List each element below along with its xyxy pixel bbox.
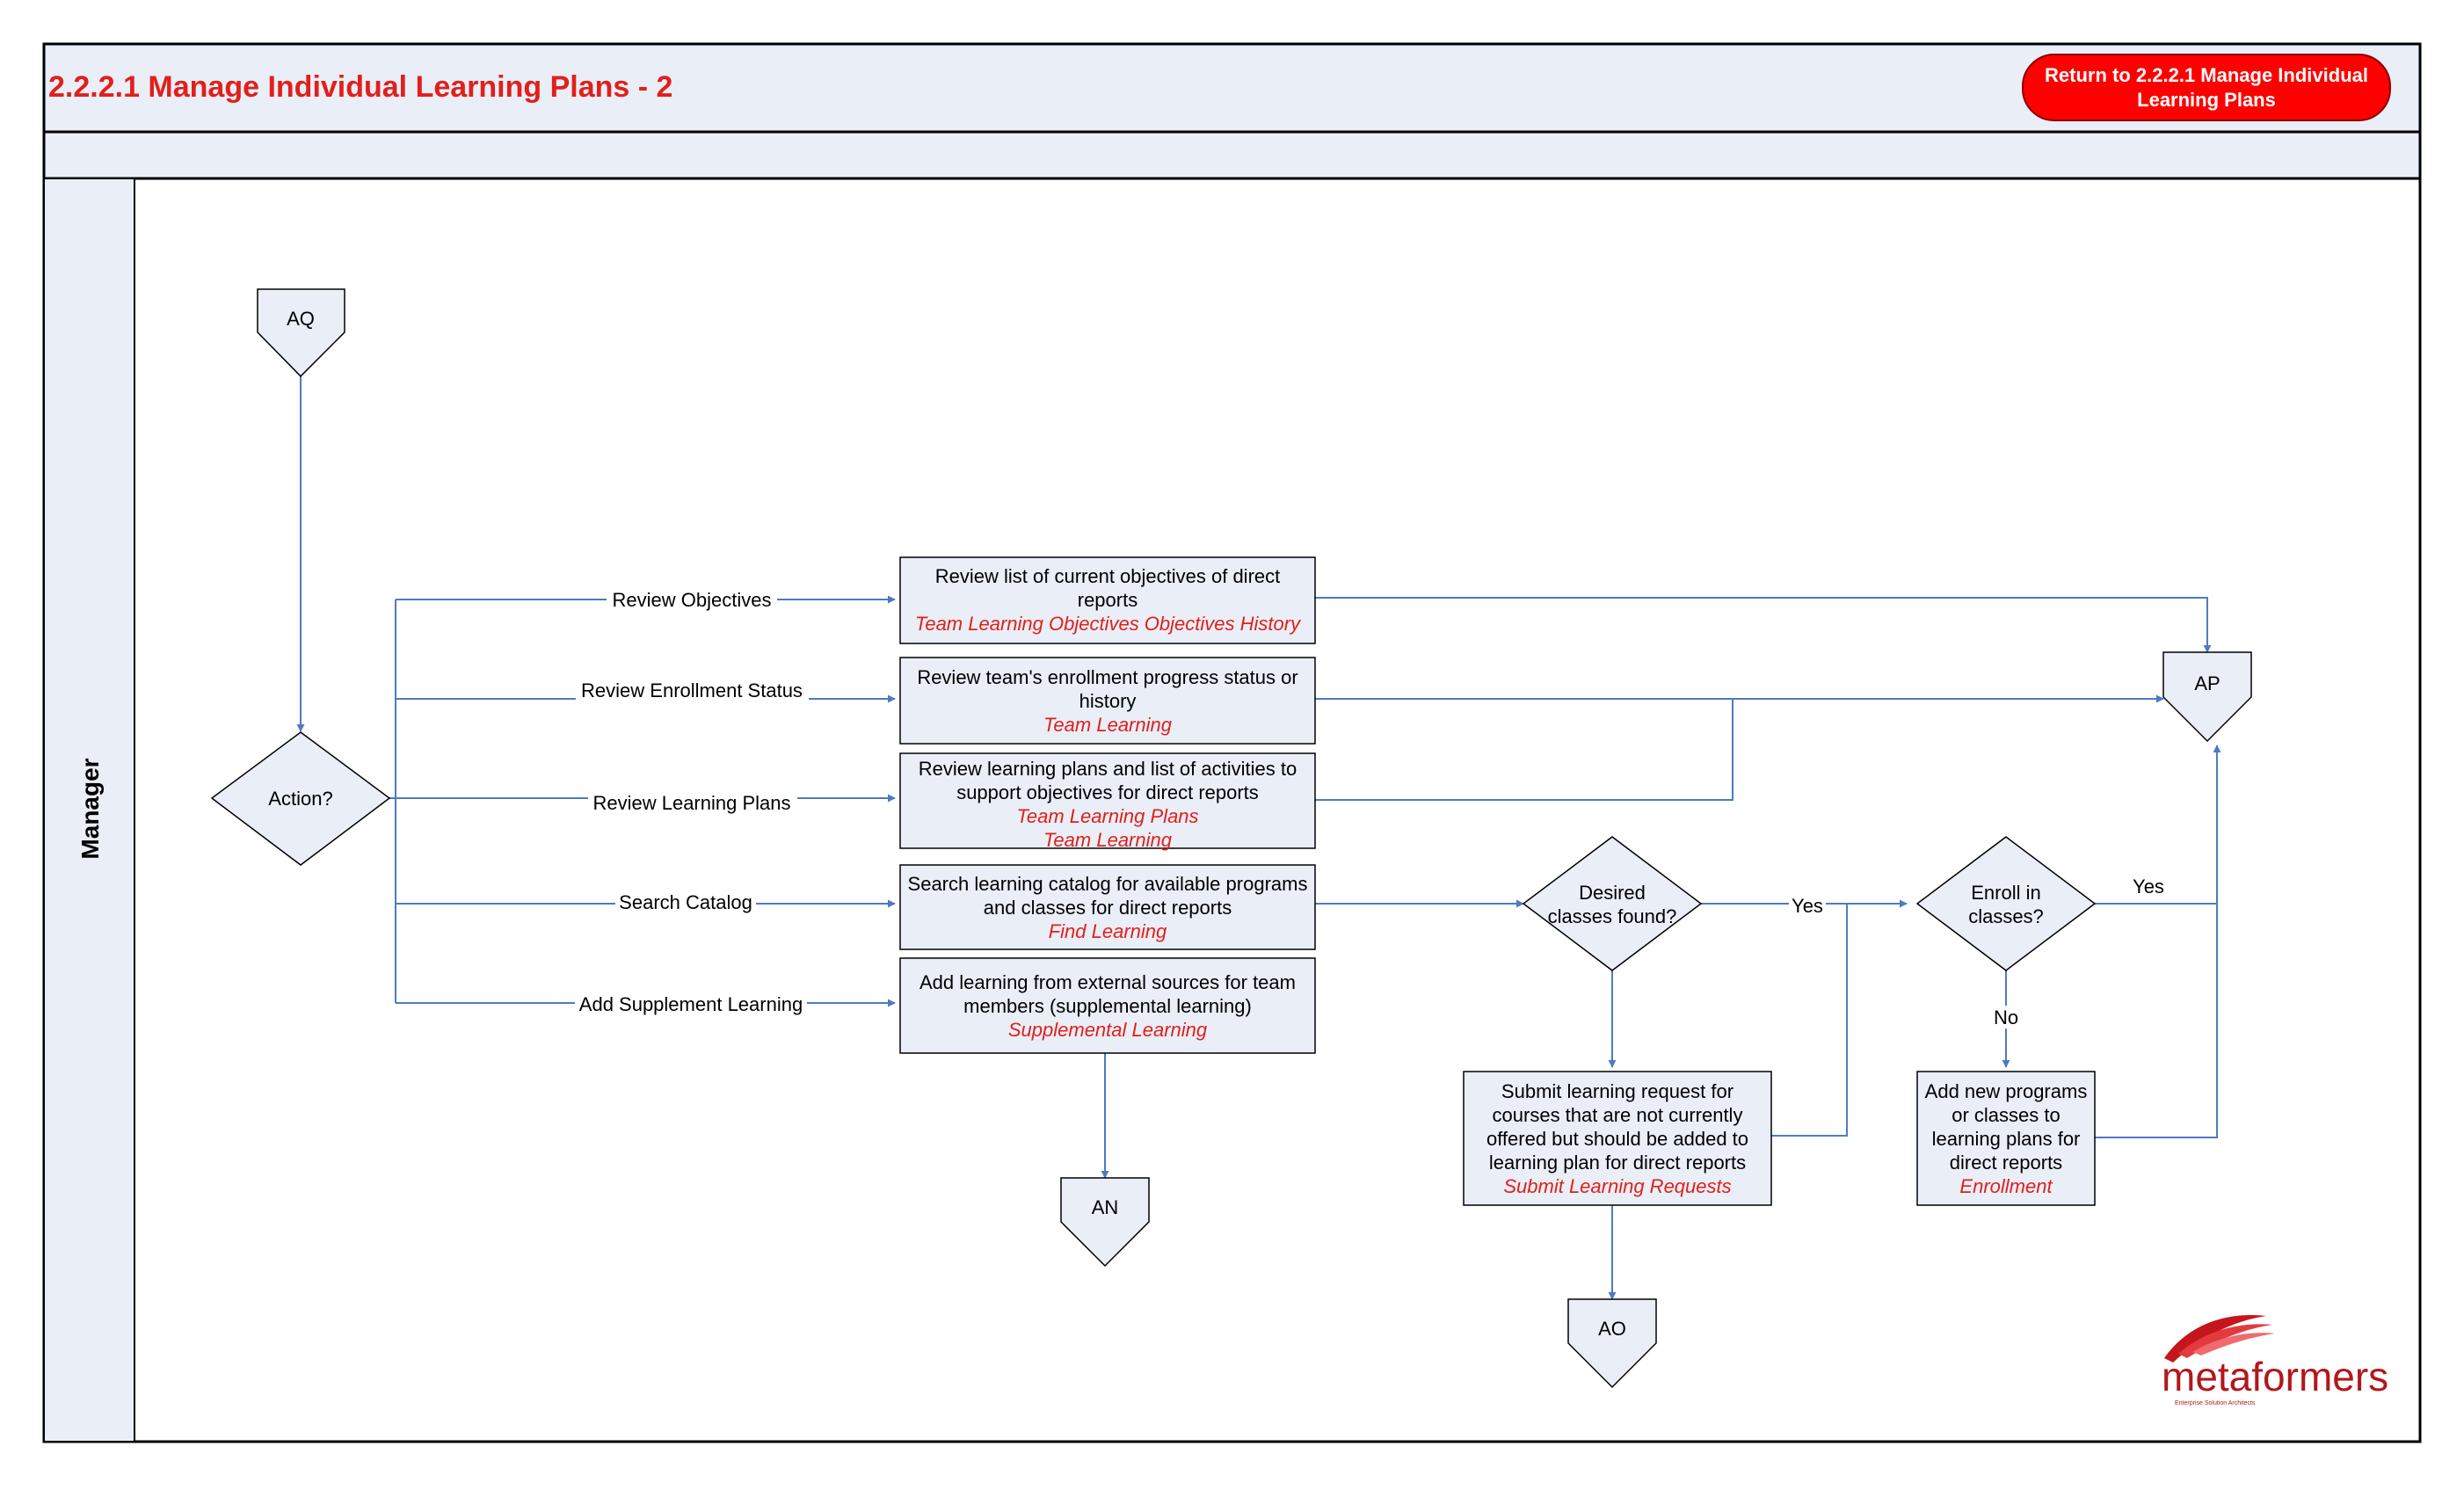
edge-label-yes-enroll: Yes [2133, 876, 2164, 897]
svg-text:classes?: classes? [1968, 905, 2044, 927]
link-team-learning-2[interactable]: Team Learning [1043, 829, 1173, 851]
subheader-bar [42, 130, 2422, 180]
svg-text:members (supplemental learning: members (supplemental learning) [963, 995, 1252, 1017]
svg-text:learning plans for: learning plans for [1932, 1128, 2081, 1150]
svg-text:or classes to: or classes to [1952, 1104, 2061, 1126]
logo-tagline: Enterprise Solution Architects [2175, 1400, 2256, 1406]
decision-action[interactable]: Action? [210, 731, 391, 866]
svg-text:AP: AP [2194, 672, 2220, 694]
svg-text:classes found?: classes found? [1548, 905, 1677, 927]
svg-text:courses that are not currently: courses that are not currently [1493, 1104, 1743, 1126]
process-add-new-programs[interactable]: Add new programs or classes to learning … [1916, 1071, 2096, 1206]
logo-swoosh-icon [2164, 1314, 2266, 1363]
svg-text:Review learning plans and list: Review learning plans and list of activi… [919, 758, 1297, 780]
svg-text:offered but should be added to: offered but should be added to [1486, 1128, 1748, 1150]
edge-label-no-enroll: No [1994, 1006, 2018, 1028]
link-supplemental-learning[interactable]: Supplemental Learning [1008, 1019, 1208, 1041]
svg-text:direct reports: direct reports [1950, 1152, 2062, 1174]
logo-brand-text: metaformers [2162, 1354, 2388, 1399]
svg-text:learning plan for direct repor: learning plan for direct reports [1489, 1152, 1746, 1174]
connector-aq[interactable]: AQ [257, 288, 345, 378]
edge-label-review-plans: Review Learning Plans [592, 792, 790, 814]
svg-text:history: history [1079, 690, 1137, 712]
link-find-learning[interactable]: Find Learning [1049, 920, 1167, 942]
process-review-enrollment[interactable]: Review team's enrollment progress status… [899, 657, 1316, 745]
link-team-learning[interactable]: Team Learning [1043, 714, 1173, 736]
connector-ao[interactable]: AO [1567, 1298, 1657, 1389]
return-button-label-line2: Learning Plans [2137, 89, 2276, 111]
return-button-label-line1: Return to 2.2.2.1 Manage Individual [2045, 64, 2368, 86]
edge-label-search-catalog: Search Catalog [619, 891, 752, 913]
edge-objectives-to-ap [1315, 597, 2212, 653]
svg-text:AN: AN [1092, 1196, 1119, 1218]
edge-labels: Review Objectives Review Enrollment Stat… [575, 587, 2164, 1028]
edge-submit-to-enroll [1768, 904, 1848, 1137]
svg-text:Search learning catalog for av: Search learning catalog for available pr… [908, 873, 1308, 895]
process-add-supplement[interactable]: Add learning from external sources for t… [899, 957, 1316, 1054]
pool-frame [42, 42, 2422, 1443]
lane-header [43, 178, 135, 1442]
svg-text:reports: reports [1078, 589, 1138, 611]
svg-text:AQ: AQ [287, 308, 315, 330]
edge-label-add-supplement: Add Supplement Learning [579, 993, 803, 1015]
lane-label: Manager [76, 758, 104, 859]
svg-text:Desired: Desired [1579, 882, 1646, 904]
connector-an[interactable]: AN [1060, 1177, 1150, 1268]
svg-text:Add learning from external sou: Add learning from external sources for t… [919, 971, 1296, 993]
process-submit-request[interactable]: Submit learning request for courses that… [1463, 1071, 1772, 1206]
link-team-learning-objectives[interactable]: Team Learning Objectives Objectives Hist… [915, 613, 1302, 635]
edge-label-review-objectives: Review Objectives [613, 589, 772, 611]
decision-enroll[interactable]: Enroll in classes? [1915, 836, 2097, 971]
svg-text:Enroll in: Enroll in [1971, 882, 2040, 904]
process-review-plans[interactable]: Review learning plans and list of activi… [899, 752, 1316, 851]
link-submit-learning-requests[interactable]: Submit Learning Requests [1503, 1175, 1731, 1197]
return-button[interactable]: Return to 2.2.2.1 Manage Individual Lear… [2022, 54, 2391, 121]
edge-label-yes-desired: Yes [1792, 895, 1823, 917]
svg-text:Add new programs: Add new programs [1925, 1080, 2088, 1102]
svg-text:Review team's enrollment progr: Review team's enrollment progress status… [917, 666, 1297, 688]
edge-addnew-to-ap [2095, 745, 2221, 1138]
svg-text:AO: AO [1598, 1318, 1626, 1340]
link-team-learning-plans[interactable]: Team Learning Plans [1016, 805, 1198, 827]
edge-label-review-enrollment: Review Enrollment Status [581, 679, 803, 701]
link-enrollment[interactable]: Enrollment [1959, 1175, 2053, 1197]
decision-desired-classes[interactable]: Desired classes found? [1522, 836, 1703, 971]
svg-text:Review list of current objecti: Review list of current objectives of dir… [935, 565, 1281, 587]
page-title: 2.2.2.1 Manage Individual Learning Plans… [48, 70, 672, 104]
edge-plans-to-ap [1315, 699, 1734, 801]
svg-text:Submit learning request for: Submit learning request for [1501, 1080, 1734, 1102]
svg-text:and classes for direct reports: and classes for direct reports [984, 897, 1232, 919]
process-search-catalog[interactable]: Search learning catalog for available pr… [899, 864, 1316, 950]
metaformers-logo: metaformers Enterprise Solution Architec… [2162, 1314, 2388, 1406]
connector-ap[interactable]: AP [2162, 651, 2252, 743]
svg-text:support objectives for direct: support objectives for direct reports [956, 781, 1259, 803]
svg-text:Action?: Action? [268, 788, 332, 810]
process-review-objectives[interactable]: Review list of current objectives of dir… [899, 556, 1316, 644]
